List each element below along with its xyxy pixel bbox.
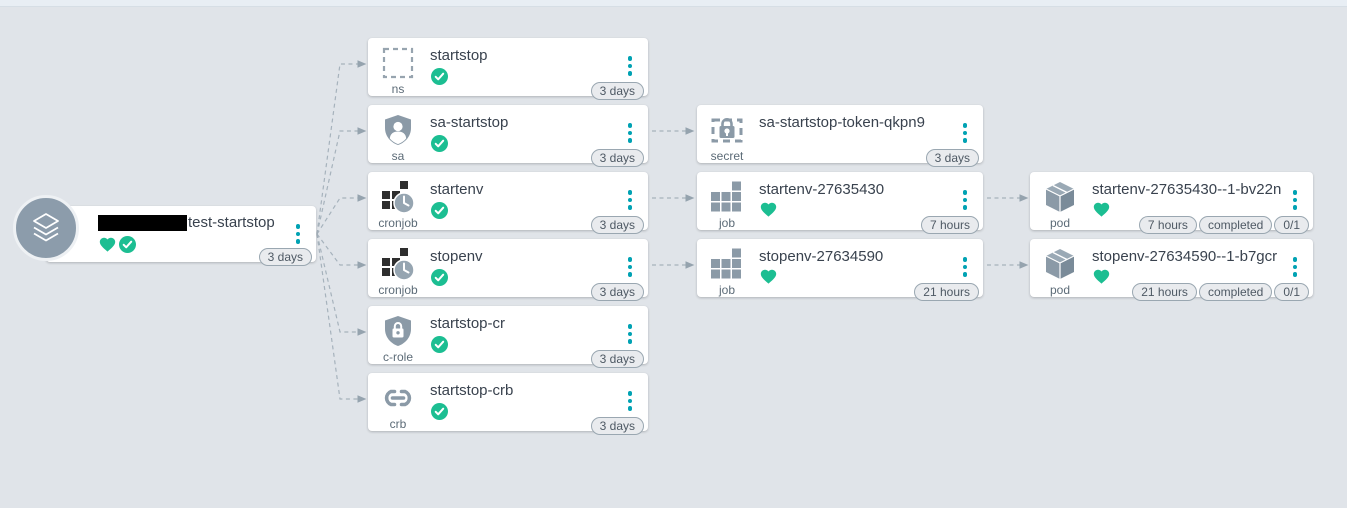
application-menu-button[interactable] xyxy=(291,219,305,249)
resource-title: startstop-crb xyxy=(430,382,514,399)
resource-title: startstop xyxy=(430,47,488,64)
age-badge: 3 days xyxy=(925,149,979,167)
healthy-heart-icon xyxy=(760,269,777,289)
age-badge: 3 days xyxy=(590,216,644,234)
application-icon[interactable] xyxy=(13,195,79,261)
top-divider xyxy=(0,0,1347,7)
synced-check-icon xyxy=(431,336,448,358)
resource-title: startenv xyxy=(430,181,484,198)
synced-check-icon xyxy=(431,68,448,90)
healthy-heart-icon xyxy=(760,202,777,222)
resource-kind-label: ns xyxy=(391,82,405,96)
resource-node-cronjob-stopenv[interactable]: cronjob stopenv 3 days xyxy=(368,239,648,301)
resource-kind-label: sa xyxy=(391,149,405,163)
resource-kind-label: crb xyxy=(389,417,407,431)
node-menu-button[interactable] xyxy=(623,185,637,215)
secret-lock-icon xyxy=(710,118,744,151)
age-badge: 7 hours xyxy=(920,216,979,234)
node-menu-button[interactable] xyxy=(958,185,972,215)
resource-title: startenv-27635430--1-bv22n xyxy=(1092,181,1282,198)
resource-kind-label: c-role xyxy=(382,350,413,364)
resource-kind-label: cronjob xyxy=(378,216,418,230)
cronjob-icon xyxy=(381,181,415,218)
resource-title: stopenv xyxy=(430,248,483,265)
resource-node-pod-stopenv[interactable]: pod stopenv-27634590--1-b7gcr 21 hours c… xyxy=(1030,239,1313,301)
resource-node-serviceaccount[interactable]: sa sa-startstop 3 days xyxy=(368,105,648,167)
namespace-icon xyxy=(381,47,415,84)
resource-node-cronjob-startenv[interactable]: cronjob startenv 3 days xyxy=(368,172,648,234)
node-menu-button[interactable] xyxy=(958,118,972,148)
job-icon xyxy=(710,181,744,218)
node-menu-button[interactable] xyxy=(623,51,637,81)
age-badge: 21 hours xyxy=(914,283,979,301)
resource-title: sa-startstop xyxy=(430,114,509,131)
synced-check-icon xyxy=(431,269,448,291)
resource-kind-label: secret xyxy=(710,149,744,163)
redacted-name-block xyxy=(98,214,187,231)
node-menu-button[interactable] xyxy=(623,319,637,349)
resource-node-job-stopenv[interactable]: job stopenv-27634590 21 hours xyxy=(697,239,983,301)
resource-node-pod-startenv[interactable]: pod startenv-27635430--1-bv22n 7 hours c… xyxy=(1030,172,1313,234)
status-badge: completed xyxy=(1198,283,1273,301)
link-icon xyxy=(381,389,415,419)
node-menu-button[interactable] xyxy=(623,386,637,416)
synced-check-icon xyxy=(119,236,136,258)
synced-check-icon xyxy=(431,403,448,425)
resource-title: startstop-cr xyxy=(430,315,506,332)
application-name: test-startstop xyxy=(188,214,275,231)
resource-title: startenv-27635430 xyxy=(759,181,885,198)
resource-node-secret[interactable]: secret sa-startstop-token-qkpn9 3 days xyxy=(697,105,983,167)
clusterrole-shield-lock-icon xyxy=(381,316,415,352)
healthy-heart-icon xyxy=(1093,202,1110,222)
age-badge: 3 days xyxy=(590,417,644,435)
age-badge: 3 days xyxy=(590,82,644,100)
resource-title: stopenv-27634590--1-b7gcr xyxy=(1092,248,1278,265)
age-badge: 7 hours xyxy=(1138,216,1197,234)
node-menu-button[interactable] xyxy=(958,252,972,282)
healthy-heart-icon xyxy=(99,237,116,257)
resource-node-namespace[interactable]: ns startstop 3 days xyxy=(368,38,648,100)
node-menu-button[interactable] xyxy=(1288,185,1302,215)
resource-kind-label: job xyxy=(718,216,735,230)
resource-node-job-startenv[interactable]: job startenv-27635430 7 hours xyxy=(697,172,983,234)
cronjob-icon xyxy=(381,248,415,285)
resource-kind-label: cronjob xyxy=(378,283,418,297)
ready-count-badge: 0/1 xyxy=(1274,283,1309,301)
application-node[interactable]: test-startstop 3 days xyxy=(46,206,316,266)
serviceaccount-icon xyxy=(381,115,415,151)
age-badge: 3 days xyxy=(258,248,312,266)
resource-title: stopenv-27634590 xyxy=(759,248,884,265)
status-badge: completed xyxy=(1198,216,1273,234)
resource-kind-label: pod xyxy=(1049,283,1071,297)
synced-check-icon xyxy=(431,202,448,224)
application-title: test-startstop xyxy=(98,214,275,231)
age-badge: 3 days xyxy=(590,283,644,301)
synced-check-icon xyxy=(431,135,448,157)
resource-kind-label: pod xyxy=(1049,216,1071,230)
resource-title: sa-startstop-token-qkpn9 xyxy=(759,114,925,131)
age-badge: 3 days xyxy=(590,350,644,368)
healthy-heart-icon xyxy=(1093,269,1110,289)
resource-node-clusterrolebinding[interactable]: crb startstop-crb 3 days xyxy=(368,373,648,435)
ready-count-badge: 0/1 xyxy=(1274,216,1309,234)
pod-cube-icon xyxy=(1043,249,1077,285)
resource-node-clusterrole[interactable]: c-role startstop-cr 3 days xyxy=(368,306,648,368)
node-menu-button[interactable] xyxy=(1288,252,1302,282)
resource-kind-label: job xyxy=(718,283,735,297)
pod-cube-icon xyxy=(1043,182,1077,218)
node-menu-button[interactable] xyxy=(623,252,637,282)
age-badge: 3 days xyxy=(590,149,644,167)
age-badge: 21 hours xyxy=(1132,283,1197,301)
job-icon xyxy=(710,248,744,285)
node-menu-button[interactable] xyxy=(623,118,637,148)
